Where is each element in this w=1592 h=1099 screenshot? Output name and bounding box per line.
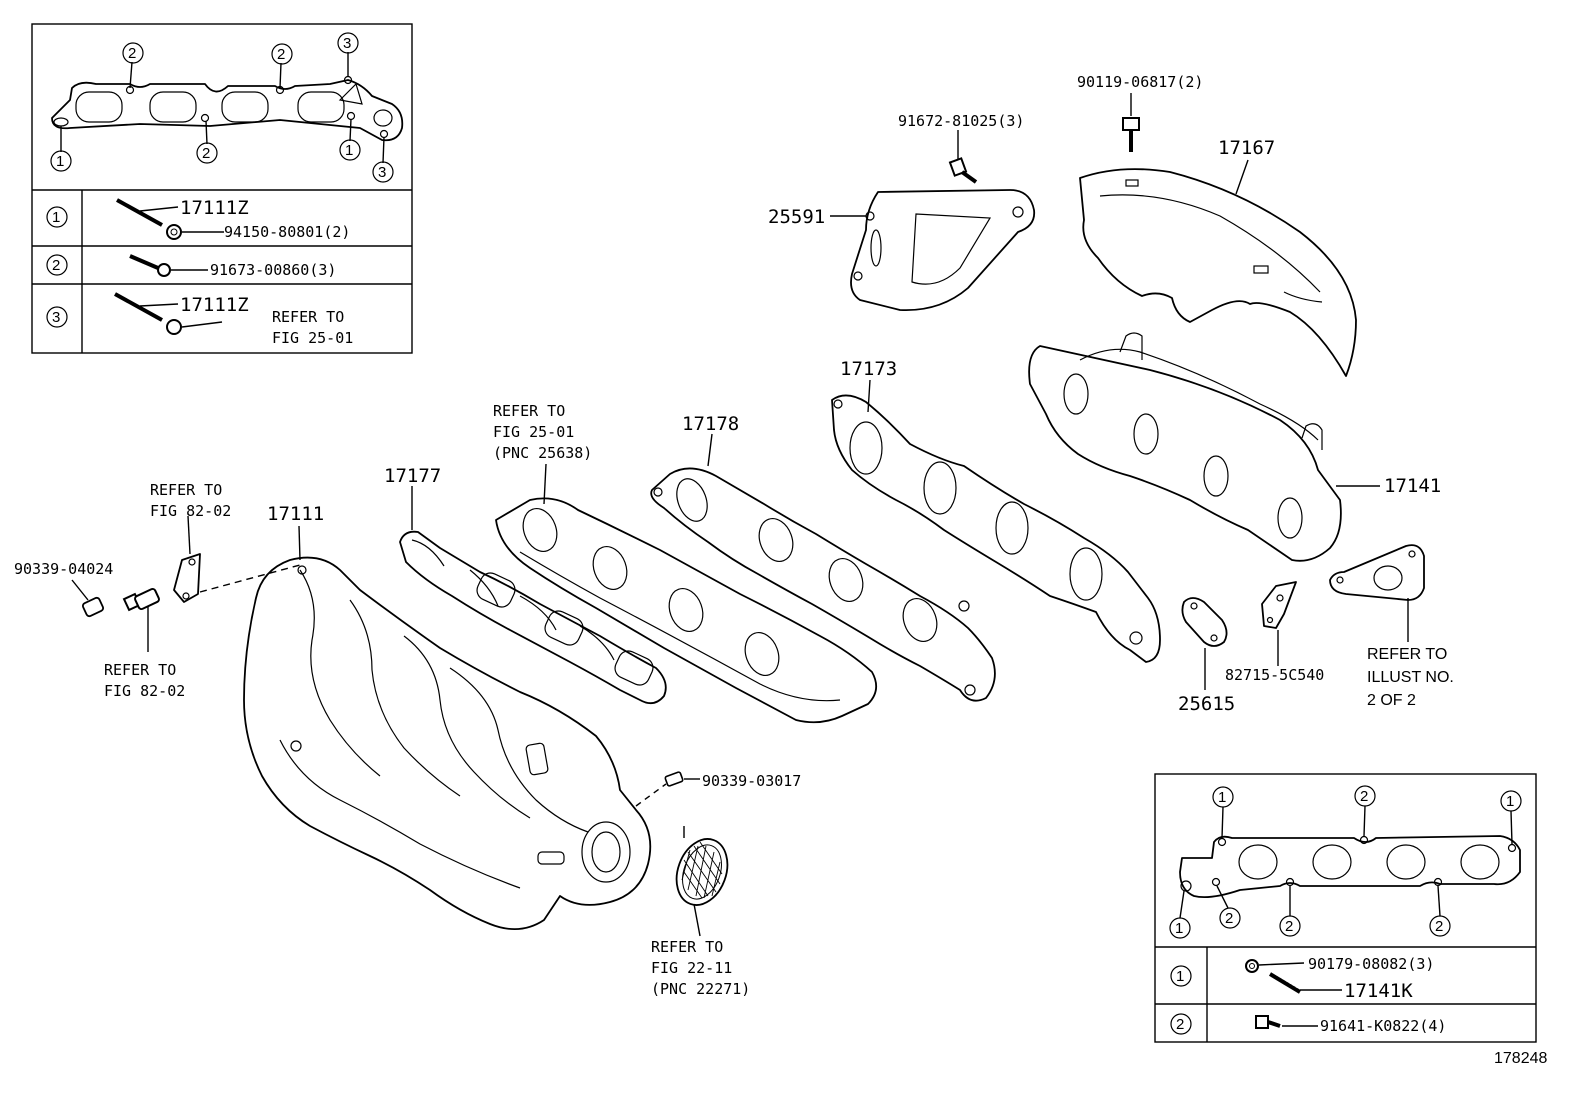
plug-icon — [81, 596, 105, 618]
inset-bottom-frame — [1154, 773, 1537, 1043]
inset-top-callout: 3 — [378, 164, 386, 181]
inset-top-callout: 1 — [345, 142, 353, 159]
intake-manifold — [243, 556, 652, 930]
nut-icon — [166, 319, 182, 335]
throttle-refer-pnc: (PNC 22271) — [651, 980, 750, 998]
part-number-90339-03017: 90339-03017 — [702, 772, 801, 790]
illust-refer-page: 2 OF 2 — [1367, 692, 1416, 709]
illust-refer-no: ILLUST NO. — [1367, 669, 1454, 686]
part-number-17141: 17141 — [1384, 475, 1441, 497]
bracket-refer-to: REFER TO — [150, 481, 222, 499]
part-number-17141k: 17141K — [1344, 980, 1413, 1002]
part-number-17111z: 17111Z — [180, 197, 249, 219]
part-number-17111: 17111 — [267, 503, 324, 525]
part-number-17167: 17167 — [1218, 137, 1275, 159]
bracket-refer-fig: FIG 82-02 — [150, 502, 231, 520]
throttle-gasket — [675, 838, 729, 906]
manifold-insulator — [650, 467, 996, 702]
illust-refer-to: REFER TO — [1367, 646, 1447, 663]
exhaust-manifold — [1028, 332, 1342, 562]
inset-bottom-row-number: 2 — [1176, 1016, 1184, 1033]
part-number-91672: 91672-81025(3) — [898, 112, 1024, 130]
inset-top-row-number: 1 — [52, 209, 60, 226]
manifold-bracket — [850, 189, 1036, 312]
bolt-icon — [1122, 117, 1140, 152]
heat-insulator — [1079, 168, 1357, 377]
figure-id: 178248 — [1494, 1050, 1547, 1067]
part-number-25591: 25591 — [768, 206, 825, 228]
inset-bottom-callout: 1 — [1218, 789, 1226, 806]
inset-bottom: 1 2 1 1 2 2 2 1 90179-08082(3) 17141K — [1154, 773, 1537, 1043]
intake-gasket-outline — [51, 79, 404, 142]
gasket-refer-to: REFER TO — [493, 402, 565, 420]
part-number-90119: 90119-06817(2) — [1077, 73, 1203, 91]
bolt-icon — [948, 157, 978, 184]
sensor-refer-fig: FIG 82-02 — [104, 682, 185, 700]
inset-bottom-callout: 1 — [1506, 793, 1514, 810]
inset-top-frame — [31, 23, 413, 354]
part-number-91641: 91641-K0822(4) — [1320, 1017, 1446, 1035]
inset-top-callout: 3 — [343, 35, 351, 52]
part-number-17177: 17177 — [384, 465, 441, 487]
inset-top-callout: 2 — [128, 45, 136, 62]
part-number-91673: 91673-00860(3) — [210, 261, 336, 279]
inset-top-row-number: 3 — [52, 309, 60, 326]
bolt-icon — [1255, 1015, 1281, 1029]
cover-plate-25615 — [1181, 597, 1228, 647]
gasket-illust-2 — [1329, 544, 1425, 601]
inset-top-row-number: 2 — [52, 257, 60, 274]
part-number-82715: 82715-5C540 — [1225, 666, 1324, 684]
refer-fig-label: FIG 25-01 — [272, 329, 353, 347]
throttle-refer-to: REFER TO — [651, 938, 723, 956]
gasket-refer-pnc: (PNC 25638) — [493, 444, 592, 462]
stud-icon — [1268, 971, 1302, 994]
exhaust-gasket — [831, 394, 1161, 663]
part-number-17178: 17178 — [682, 413, 739, 435]
sensor-refer-to: REFER TO — [104, 661, 176, 679]
part-number-90339-04024: 90339-04024 — [14, 560, 113, 578]
part-number-17173: 17173 — [840, 358, 897, 380]
inset-top-callout: 1 — [56, 153, 64, 170]
nut-icon — [1245, 959, 1259, 973]
refer-to-label: REFER TO — [272, 308, 344, 326]
inset-bottom-callout: 2 — [1225, 910, 1233, 927]
gasket-refer-fig: FIG 25-01 — [493, 423, 574, 441]
inset-top-callout: 2 — [202, 145, 210, 162]
inset-top: 2 2 3 2 1 3 1 1 17111Z 94150-80801(2) — [31, 23, 413, 354]
nut-icon — [166, 224, 182, 240]
sensor-bracket — [173, 553, 201, 603]
plug-icon — [664, 771, 684, 787]
part-number-25615: 25615 — [1178, 693, 1235, 715]
inset-bottom-callout: 2 — [1285, 918, 1293, 935]
bracket-82715 — [1261, 581, 1297, 629]
sensor-icon — [122, 587, 160, 612]
inset-bottom-row-number: 1 — [1176, 968, 1184, 985]
inset-bottom-callout: 2 — [1435, 918, 1443, 935]
part-number-90179: 90179-08082(3) — [1308, 955, 1434, 973]
throttle-refer-fig: FIG 22-11 — [651, 959, 732, 977]
inset-bottom-callout: 2 — [1360, 788, 1368, 805]
bolt-icon — [129, 254, 171, 277]
stud-icon — [116, 197, 163, 227]
part-number-94150: 94150-80801(2) — [224, 223, 350, 241]
inset-top-callout: 2 — [277, 46, 285, 63]
inset-bottom-callout: 1 — [1175, 920, 1183, 937]
stud-icon — [114, 291, 163, 322]
intake-gasket — [399, 530, 667, 705]
cylinder-head-gasket — [495, 497, 878, 724]
part-number-17111z: 17111Z — [180, 294, 249, 316]
